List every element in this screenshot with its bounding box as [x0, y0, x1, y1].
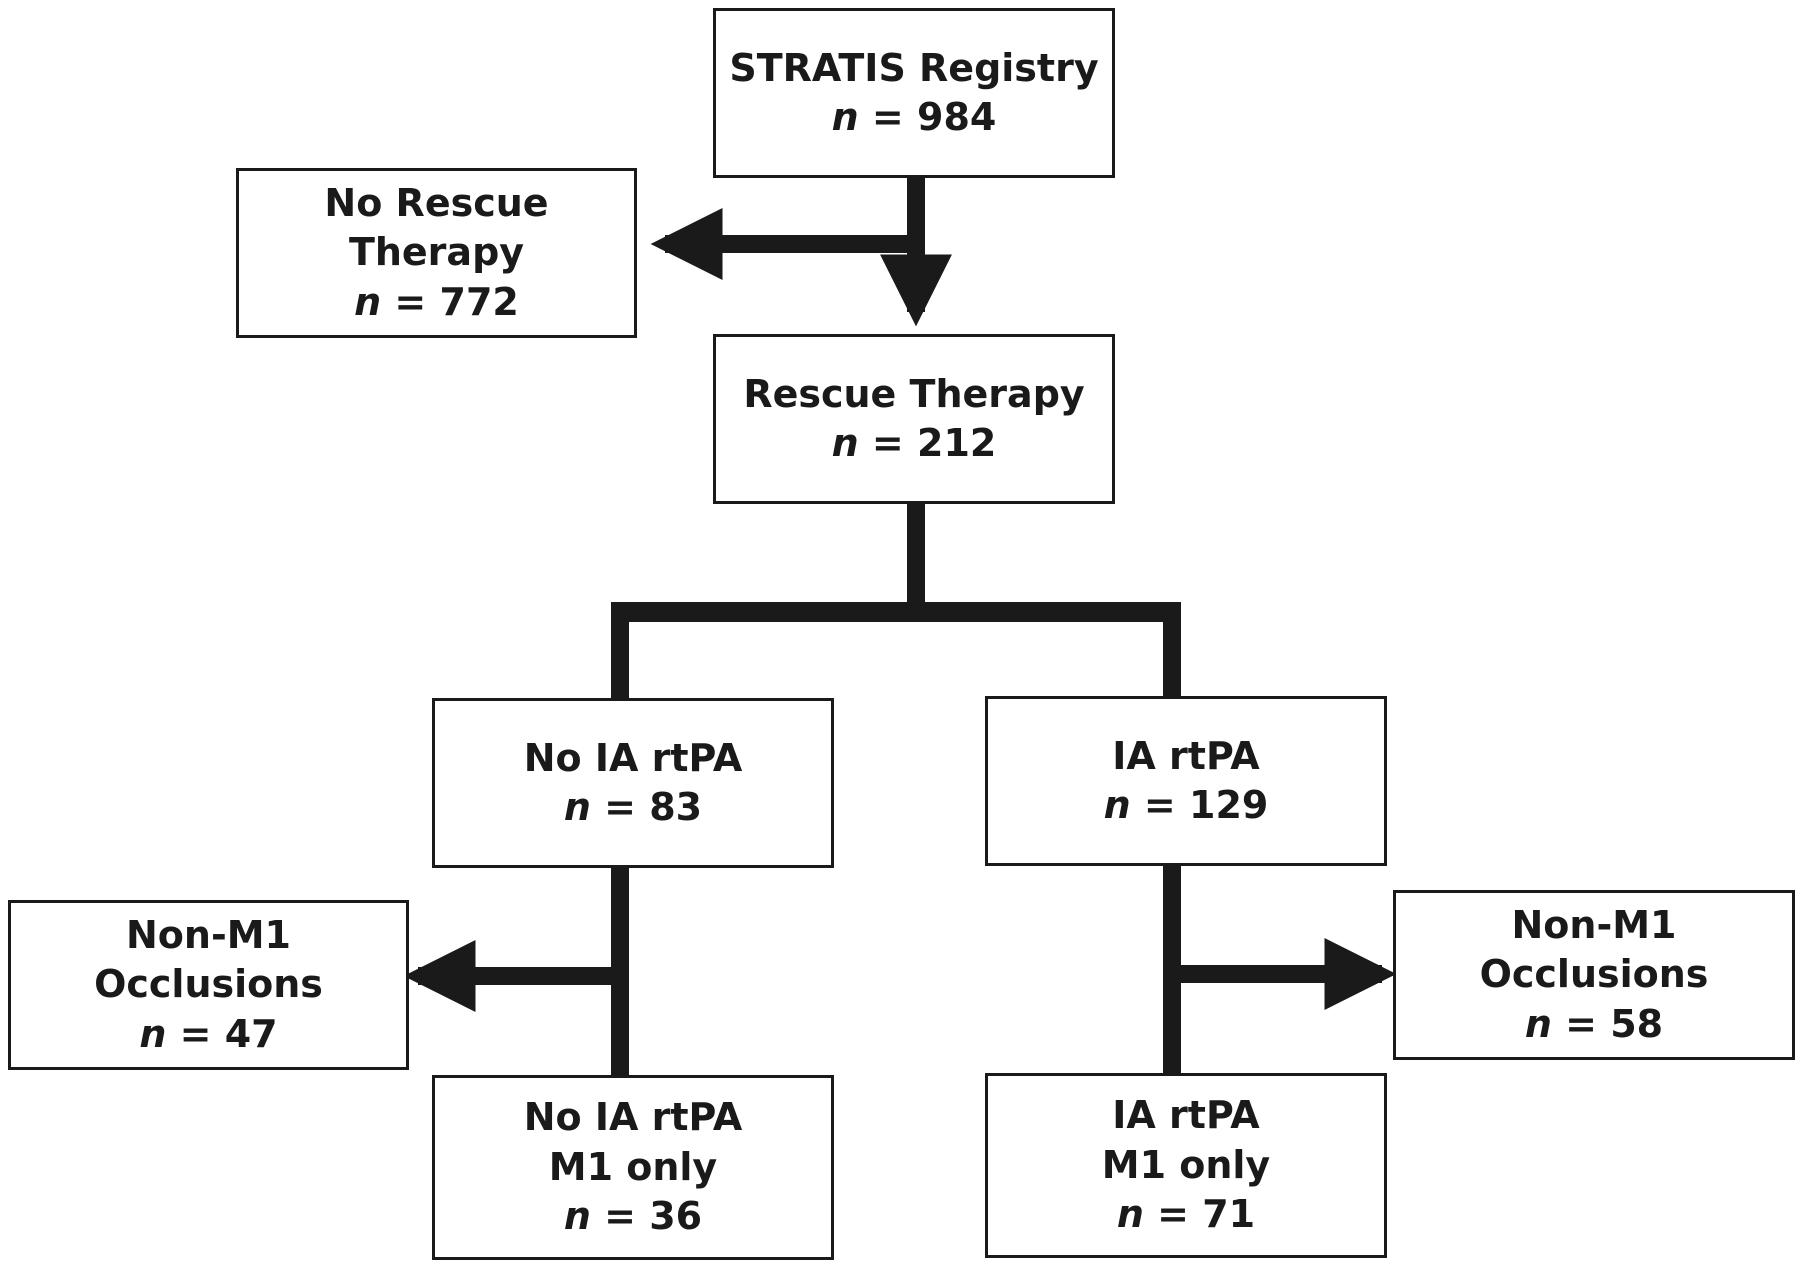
count-symbol: n — [1116, 1192, 1144, 1237]
count-separator: = — [166, 1011, 225, 1056]
count-separator: = — [590, 1194, 650, 1239]
count-symbol: n — [563, 1194, 591, 1239]
count-symbol: n — [1103, 783, 1131, 827]
count-symbol: n — [563, 785, 591, 829]
node-count: n = 984 — [832, 93, 997, 142]
node-label-line: No IA rtPA — [523, 735, 743, 780]
count-separator: = — [1143, 1192, 1203, 1237]
node-count: n = 58 — [1525, 1000, 1663, 1049]
node-label-line: M1 only — [1101, 1142, 1271, 1187]
node-count: n = 212 — [832, 419, 997, 468]
node-label-line: Non-M1 — [1511, 902, 1677, 947]
node-label-line: Occlusions — [94, 962, 323, 1007]
node-label-line: Non-M1 — [126, 912, 291, 957]
count-value: 71 — [1202, 1192, 1256, 1237]
count-symbol: n — [831, 421, 859, 465]
count-separator: = — [858, 421, 918, 465]
node-count: n = 129 — [1104, 781, 1269, 830]
count-value: 129 — [1189, 783, 1269, 827]
node-count: n = 47 — [139, 1010, 277, 1059]
count-separator: = — [1551, 1001, 1611, 1046]
node-label-line: M1 only — [548, 1144, 718, 1189]
count-symbol: n — [354, 279, 382, 324]
count-value: 58 — [1610, 1001, 1664, 1046]
count-separator: = — [381, 279, 440, 324]
count-value: 212 — [917, 421, 997, 465]
count-value: 36 — [649, 1194, 703, 1239]
count-value: 772 — [439, 279, 519, 324]
node-label-line: IA rtPA — [1112, 733, 1260, 778]
node-label-line: Occlusions — [1479, 952, 1709, 997]
count-separator: = — [858, 95, 918, 139]
node-count: n = 36 — [564, 1192, 702, 1241]
node-label-line: No IA rtPA — [523, 1095, 743, 1140]
count-symbol: n — [1524, 1001, 1552, 1046]
node-label-line: IA rtPA — [1112, 1093, 1260, 1138]
node-label-line: Rescue Therapy — [743, 371, 1085, 416]
node-label-line: STRATIS Registry — [729, 45, 1099, 90]
count-symbol: n — [139, 1011, 167, 1056]
node-count: n = 83 — [564, 783, 702, 832]
count-value: 47 — [224, 1011, 278, 1056]
count-separator: = — [590, 785, 650, 829]
count-symbol: n — [831, 95, 859, 139]
node-label-line: No Rescue Therapy — [324, 180, 549, 275]
node-count: n = 772 — [354, 278, 519, 327]
count-separator: = — [1130, 783, 1190, 827]
count-value: 83 — [649, 785, 703, 829]
node-count: n = 71 — [1117, 1190, 1255, 1239]
count-value: 984 — [917, 95, 997, 139]
